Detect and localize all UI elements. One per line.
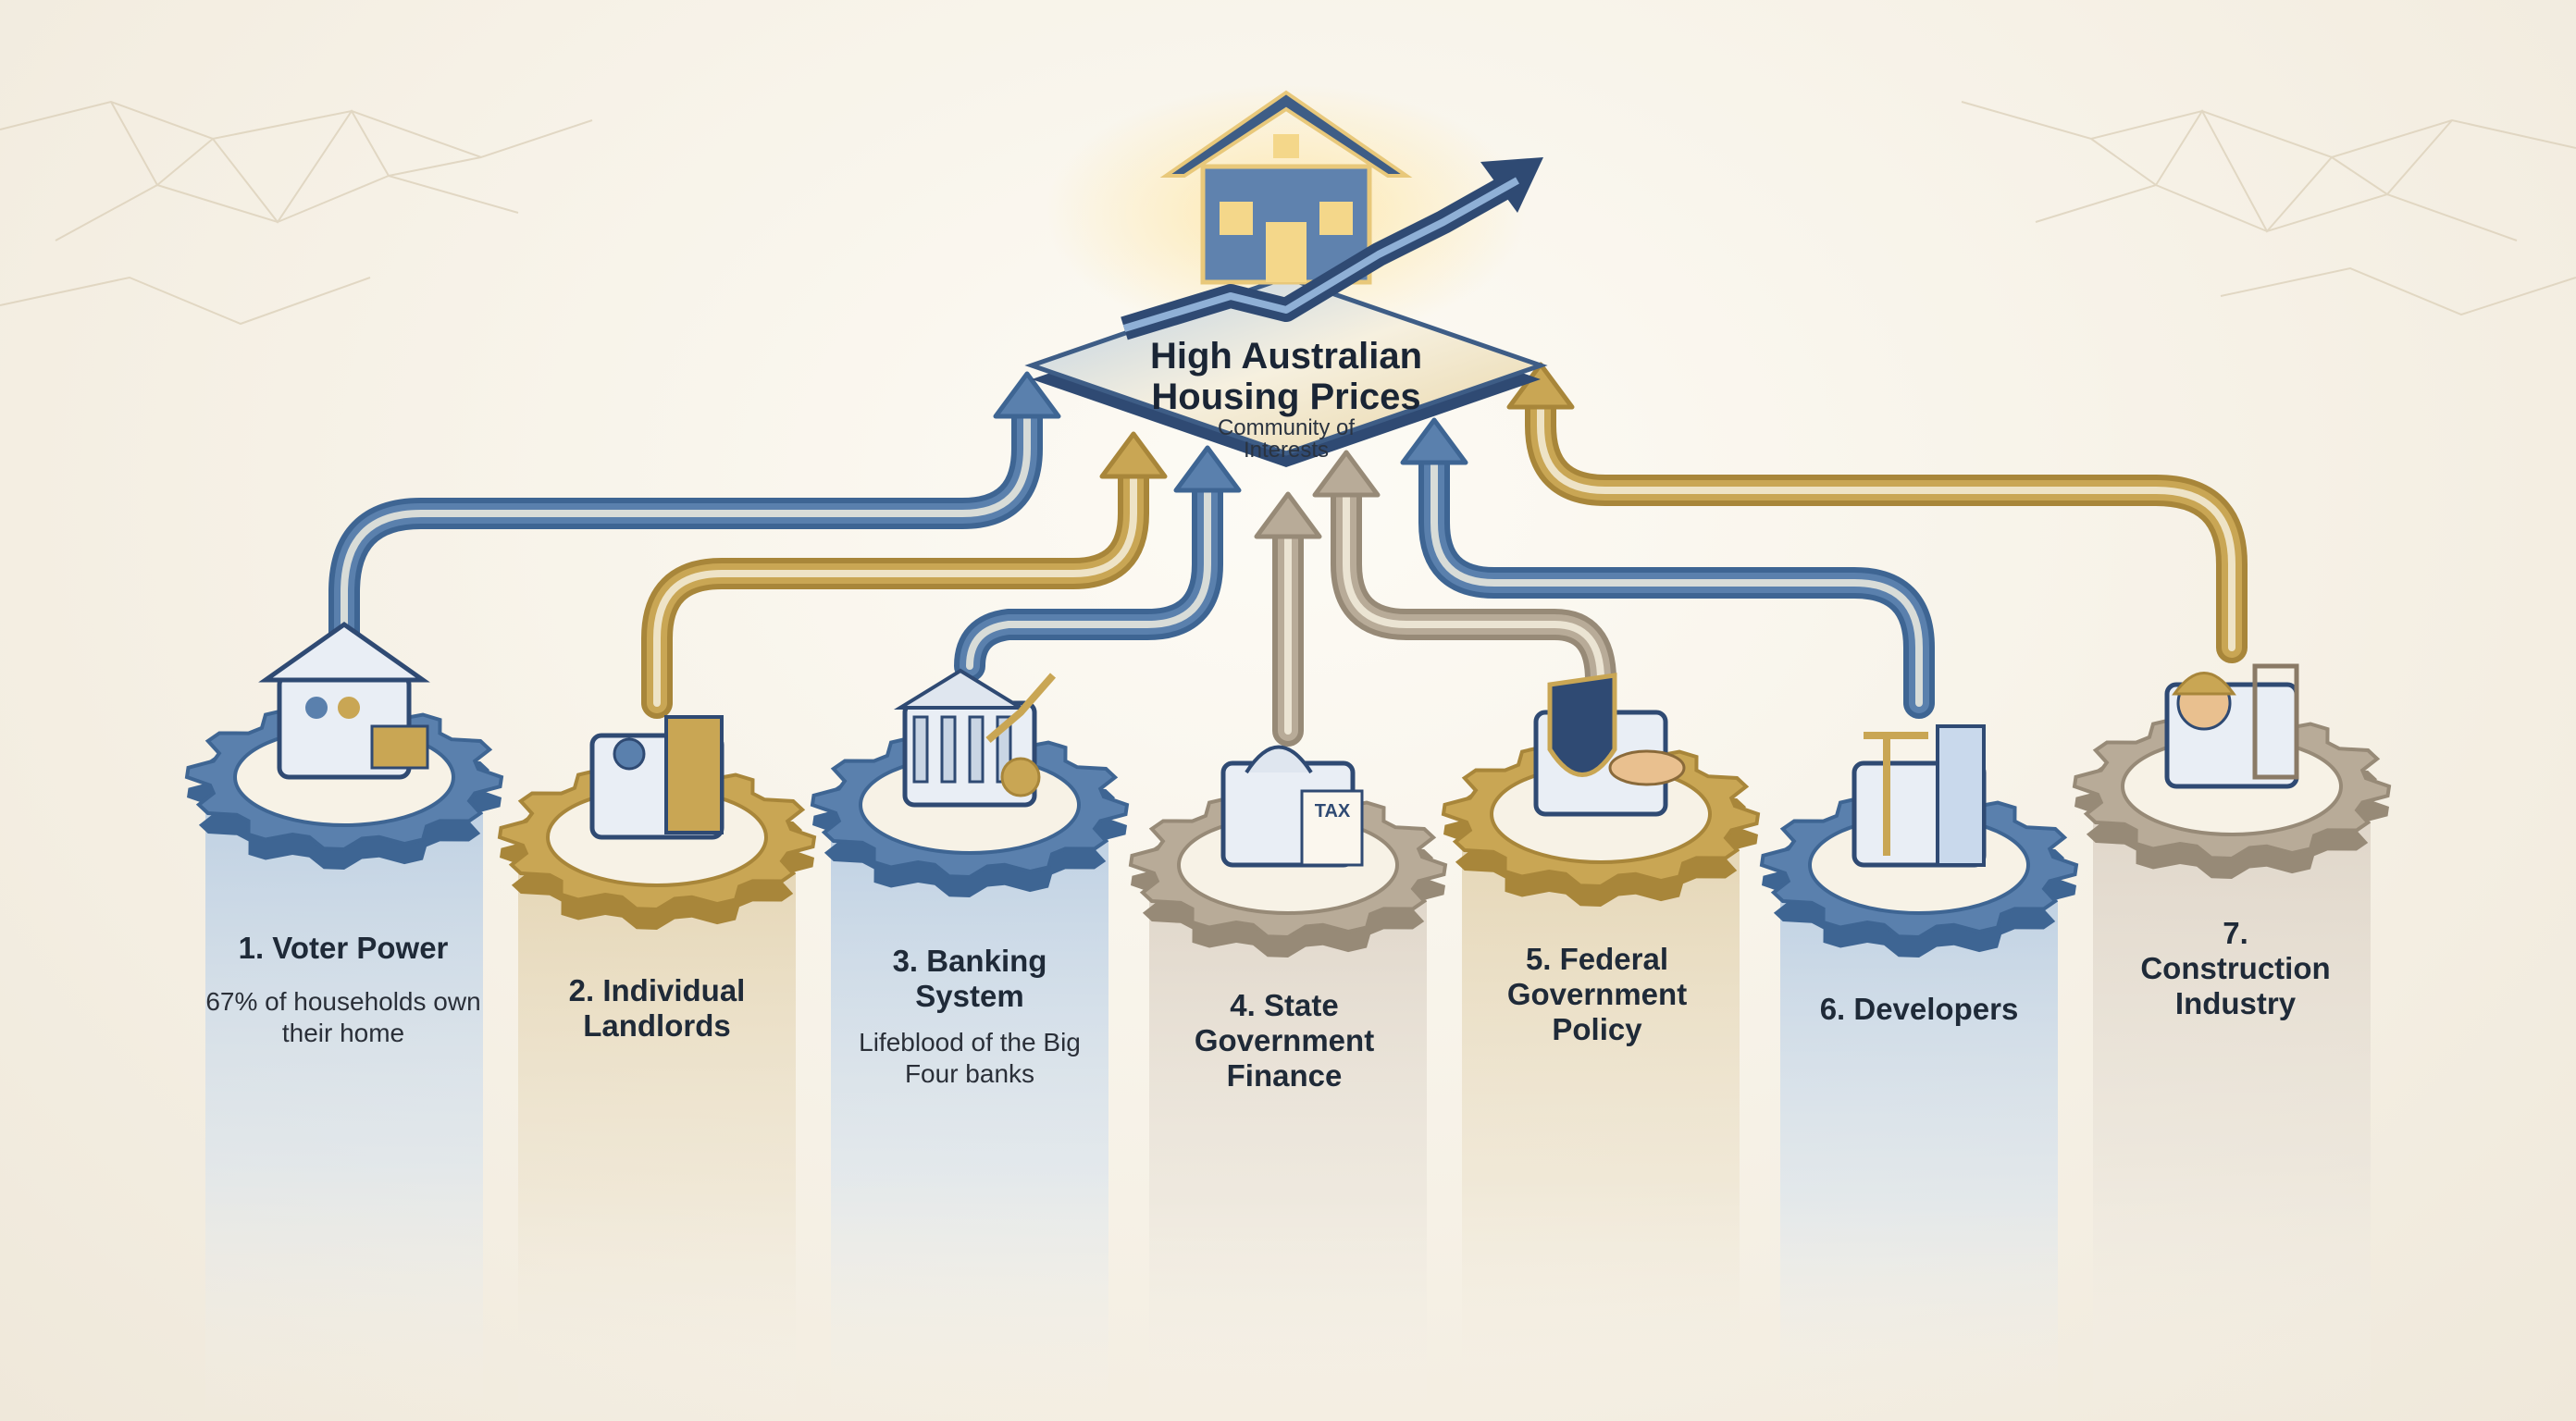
worker-scaffold-tools-icon [2164,663,2299,789]
pillar-label-4: 4. State Government Finance [1136,988,1432,1094]
gear-6 [1759,724,2079,958]
gear-4: TAX [1128,745,1448,958]
pillar-title-2: 2. Individual Landlords [568,973,746,1043]
connector-7-highlight [1537,394,2235,651]
pillar-description-1: 67% of households own their home [205,987,481,1047]
arrowhead-7 [1506,362,1575,410]
gear-3 [810,668,1130,897]
gear-5 [1441,673,1761,907]
pillar-label-6: 6. Developers [1771,992,2067,1027]
background-network-pattern [0,100,2576,326]
hub-title-line2: Housing Prices [1151,377,1420,417]
pillar-column-6 [1780,865,2058,1421]
pillar-columns [205,777,2371,1421]
pillar-title-4: 4. State Government Finance [1194,988,1375,1093]
government-building-tax-icon: TAX [1220,745,1364,868]
crane-towers-blueprint-icon [1852,724,1987,868]
connector-7 [1530,388,2242,658]
arrowhead-6 [1400,417,1468,465]
shield-handshake-icon [1533,673,1686,817]
hub-title-line1: High Australian [1150,336,1422,377]
pillar-title-3: 3. Banking System [892,944,1047,1013]
svg-text:TAX: TAX [1315,801,1351,822]
pillar-title-5: 5. Federal Government Policy [1506,942,1688,1046]
landlord-keys-building-icon [589,715,724,840]
gear-1 [184,621,504,870]
bank-coins-growth-icon [893,668,1057,808]
pillar-label-5: 5. Federal Government Policy [1449,942,1745,1047]
pillar-column-3 [831,805,1108,1421]
rising-trend-arrow-icon [1121,157,1543,340]
pillar-gears: TAX [184,621,2392,958]
arrowhead-4 [1254,491,1322,539]
pillar-description-3: Lifeblood of the Big Four banks [859,1028,1081,1088]
pillar-label-1: 1. Voter Power 67% of households own the… [195,931,491,1049]
house-icon [1159,90,1413,285]
connector-arrows [328,362,2248,747]
connector-6-highlight [1430,450,1923,707]
connector-7-outline [1525,382,2248,663]
connector-3-highlight [966,477,1211,670]
hub-platform [1024,83,1548,467]
pillar-label-3: 3. Banking System Lifeblood of the Big F… [822,944,1118,1090]
pillar-title-6: 6. Developers [1819,992,2019,1026]
connector-2-highlight [653,463,1137,707]
pillar-column-1 [205,777,483,1421]
gear-2 [497,715,817,930]
pillar-title-7: 7. Construction Industry [2140,916,2331,1020]
pillar-column-2 [518,837,796,1421]
pillar-column-5 [1462,814,1740,1421]
connector-1-highlight [341,403,1031,642]
connector-5-highlight [1343,482,1604,684]
gear-7 [2072,663,2392,879]
arrowhead-3 [1173,445,1242,493]
pillar-title-1: 1. Voter Power [238,931,449,965]
family-house-ballot-icon [258,621,430,780]
hub-subtitle-line2: Interests [1244,438,1329,463]
arrowhead-5 [1312,450,1381,498]
pillar-label-2: 2. Individual Landlords [509,973,805,1044]
arrowhead-1 [993,371,1061,419]
pillar-label-7: 7. Construction Industry [2087,916,2384,1021]
hub-subtitle-line1: Community of [1218,415,1355,440]
pillar-column-7 [2093,786,2371,1421]
pillar-column-4 [1149,865,1427,1421]
connector-1 [334,397,1037,649]
arrowhead-2 [1099,431,1168,479]
